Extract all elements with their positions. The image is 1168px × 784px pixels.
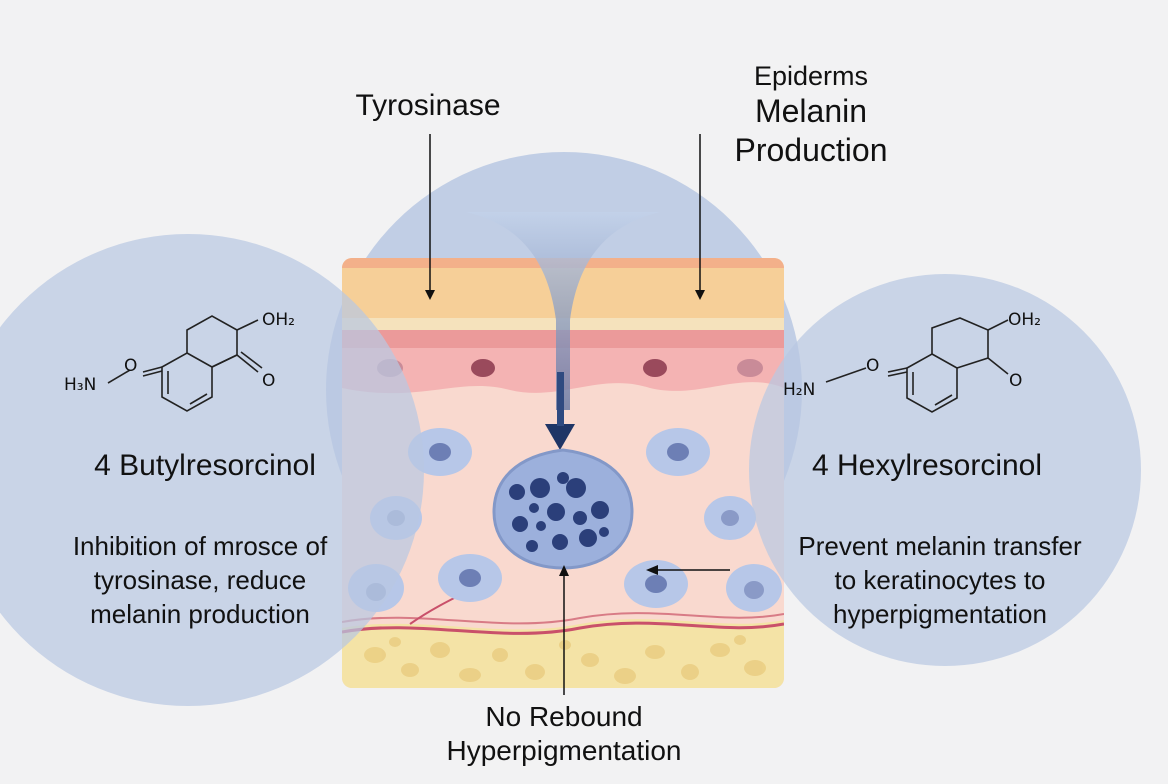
funnel-arrow-head bbox=[545, 424, 575, 450]
right-description-line1: Prevent melanin transfer bbox=[798, 531, 1082, 561]
left-o-label: O bbox=[124, 356, 138, 376]
fat-layer bbox=[342, 619, 784, 688]
left-circle bbox=[0, 234, 424, 706]
melanin-granule bbox=[471, 359, 495, 377]
annotation-arrows bbox=[425, 134, 730, 695]
right-compound-name: 4 Hexylresorcinol bbox=[811, 449, 1043, 482]
right-description-line3: hyperpigmentation bbox=[833, 598, 1047, 629]
left-description: Inhibition of mrosce of tyrosinase, redu… bbox=[20, 530, 380, 631]
epidermis-label-line3: Production bbox=[734, 131, 888, 168]
right-description-line2: to keratinocytes to bbox=[834, 564, 1046, 595]
no-rebound-line2: Hyperpigmentation bbox=[446, 734, 682, 766]
epidermis-label-line2: Melanin bbox=[754, 93, 868, 130]
blood-vessel bbox=[342, 621, 784, 635]
left-description-line2: tyrosinase, reduce bbox=[93, 564, 307, 595]
right-amine-label: H₂N bbox=[783, 380, 816, 400]
right-description: Prevent melanin transfer to keratinocyte… bbox=[740, 530, 1140, 631]
no-rebound-label: No Rebound Hyperpigmentation bbox=[384, 700, 744, 767]
melanin-granule bbox=[643, 359, 667, 377]
left-o-label: O bbox=[262, 371, 276, 391]
melanosome-cluster bbox=[492, 448, 634, 570]
right-circle bbox=[749, 274, 1141, 666]
right-o-label: O bbox=[1009, 371, 1023, 391]
left-description-line3: melanin production bbox=[90, 598, 310, 629]
left-amine-label: H₃N bbox=[64, 375, 97, 395]
epidermis-label-line1: Epiderms bbox=[753, 61, 869, 91]
left-molecule-structure bbox=[107, 315, 263, 412]
right-molecule-structure bbox=[825, 317, 1009, 413]
no-rebound-line1: No Rebound bbox=[485, 701, 643, 732]
left-oh-label: OH₂ bbox=[262, 310, 295, 330]
right-oh-label: OH₂ bbox=[1008, 310, 1041, 330]
right-o-label: O bbox=[866, 356, 880, 376]
epidermis-label: Epiderms Melanin Production bbox=[676, 60, 946, 169]
left-description-line1: Inhibition of mrosce of bbox=[72, 531, 328, 561]
melanin-granule bbox=[737, 359, 763, 377]
left-compound-name: 4 Butylresorcinol bbox=[94, 449, 316, 482]
fat-globules bbox=[364, 635, 766, 684]
delivery-funnel bbox=[466, 212, 660, 410]
tyrosinase-label: Tyrosinase bbox=[355, 89, 501, 122]
